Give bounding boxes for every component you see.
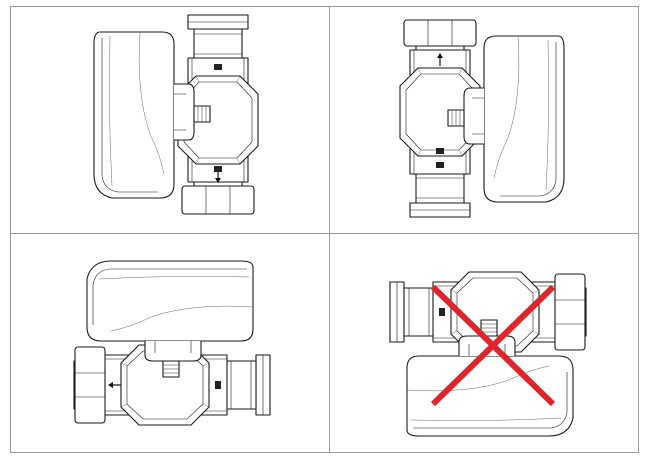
- valve-marking-icon: [215, 381, 221, 389]
- valve-marking-icon: [439, 308, 445, 316]
- red-cross-icon: [430, 284, 556, 407]
- panel-grid: [10, 6, 639, 453]
- valve-marking-icon: [436, 148, 444, 154]
- panel-bottom-right: [389, 271, 587, 437]
- panel-top-left: [93, 14, 259, 215]
- panel-top-right: [399, 19, 565, 218]
- valve-marking-icon: [214, 166, 222, 172]
- panel-bottom-left: [73, 260, 271, 426]
